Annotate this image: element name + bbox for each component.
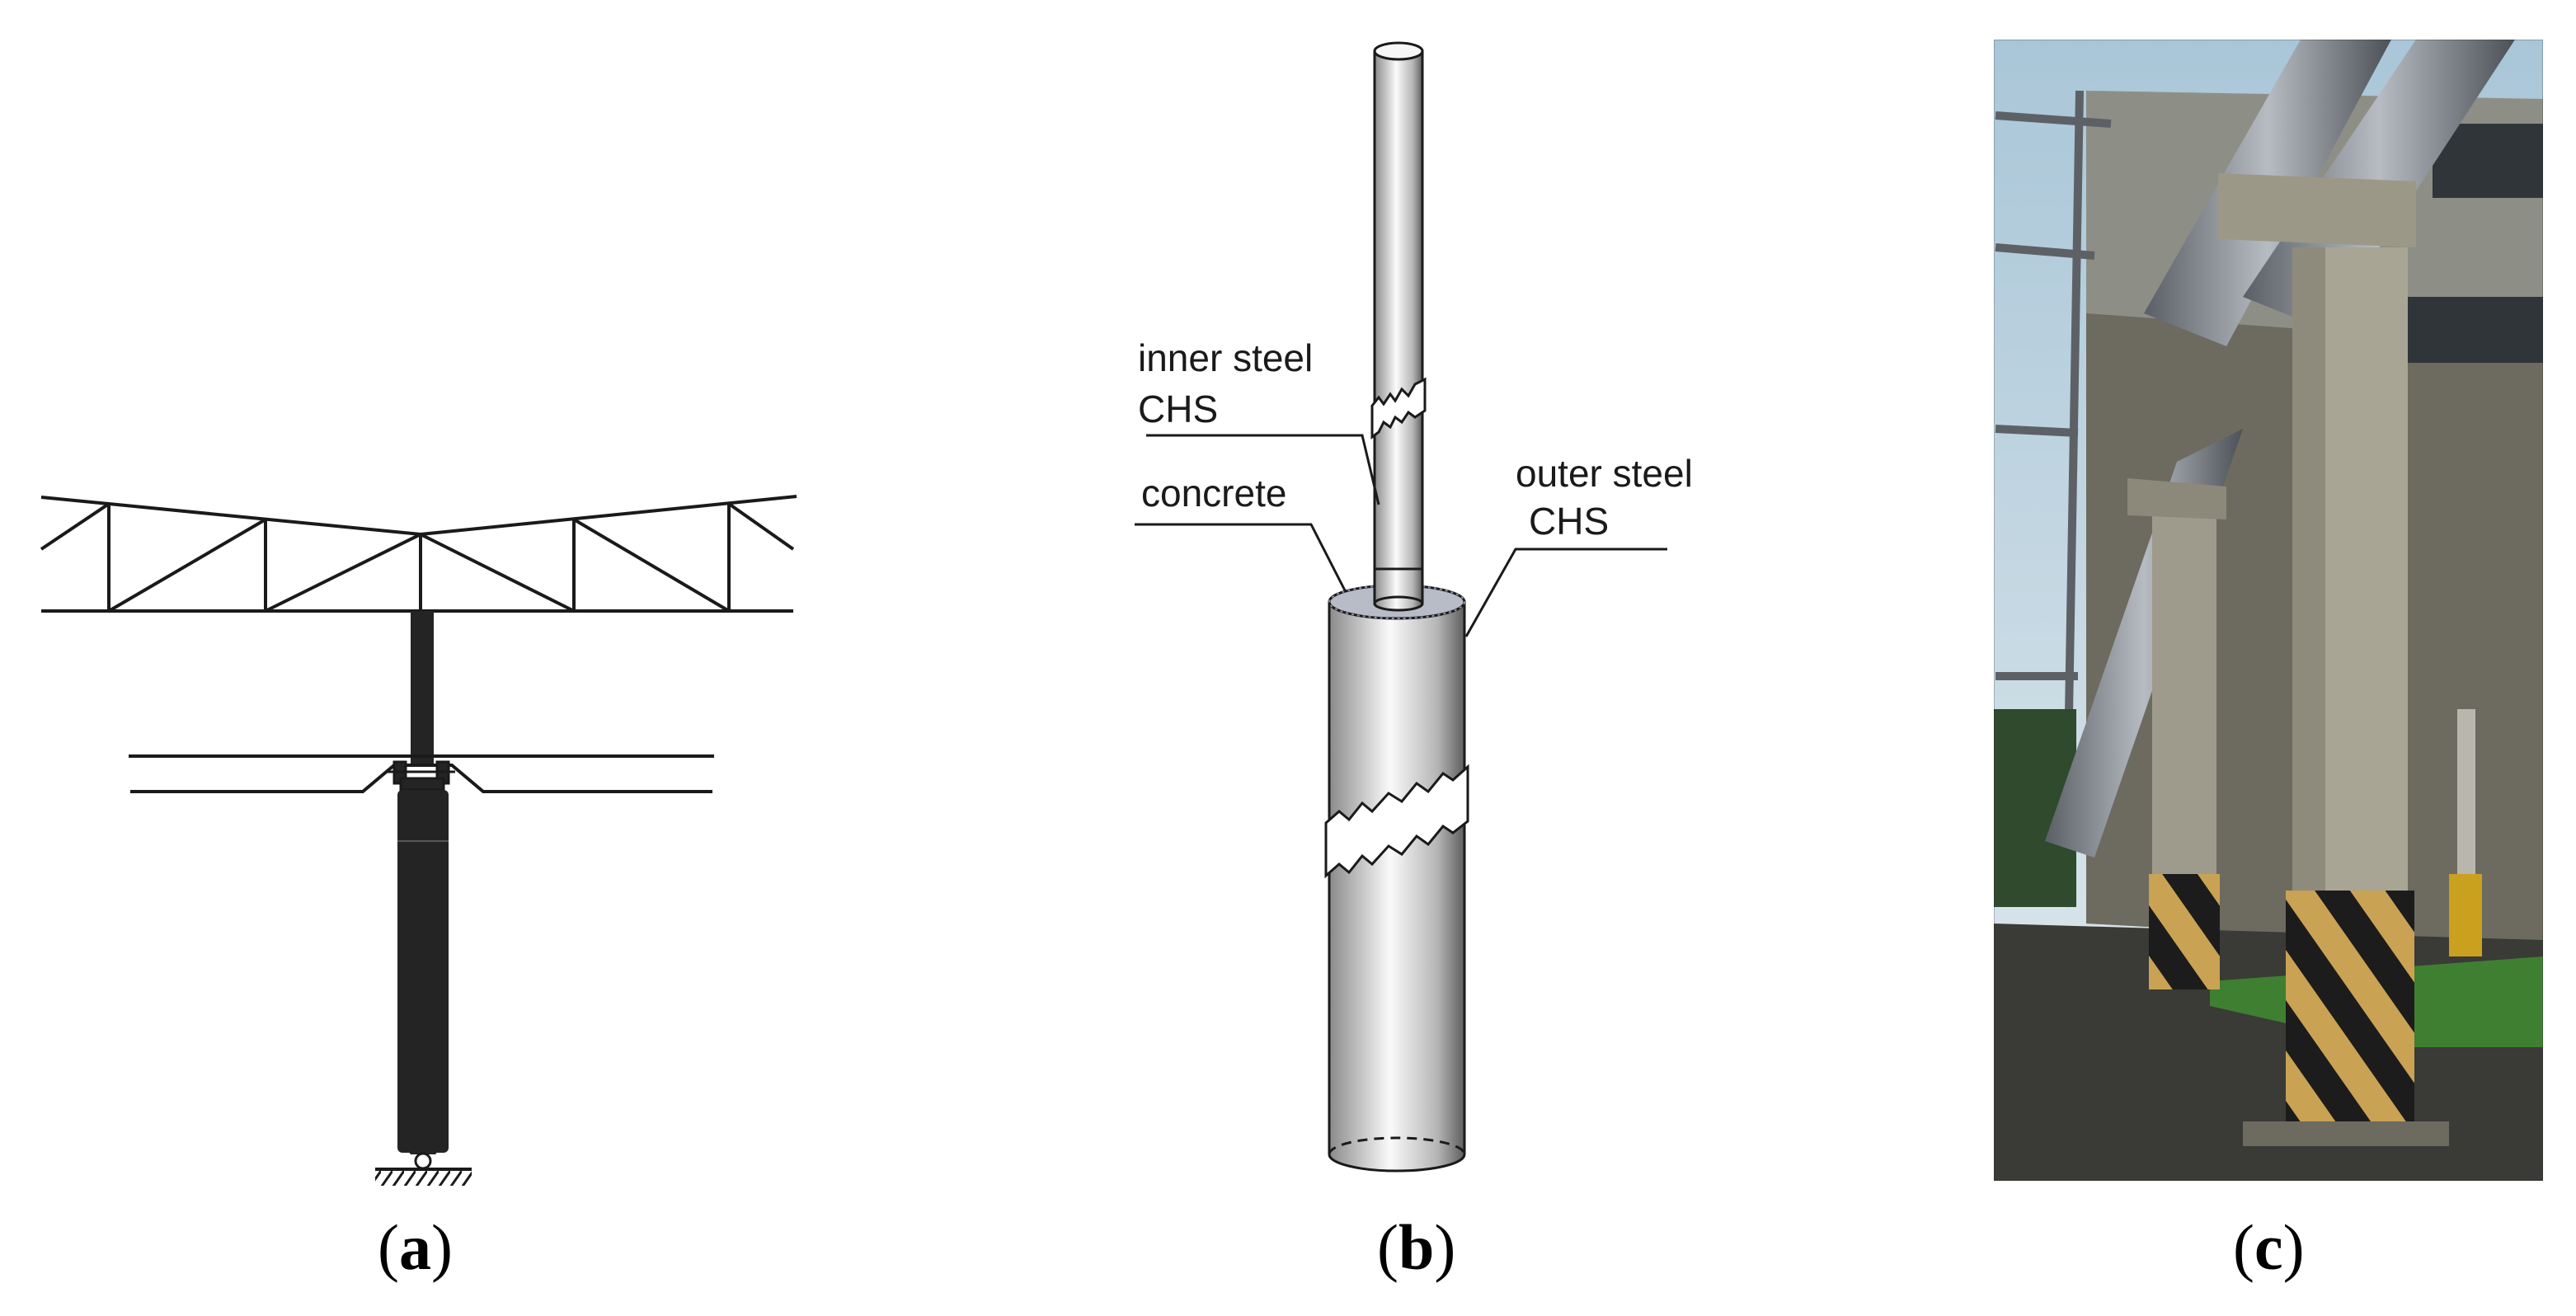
hazard-band-far bbox=[2149, 874, 2220, 989]
inner-tube-top bbox=[1373, 41, 1424, 61]
column-base-taper bbox=[397, 1138, 449, 1154]
crane-runway-lines bbox=[129, 754, 714, 793]
hazard-band-near bbox=[2286, 891, 2414, 1130]
label-outer-steel-line1: outer steel bbox=[1516, 452, 1693, 495]
lower-composite-column bbox=[397, 790, 449, 1153]
label-inner-steel-line1: inner steel bbox=[1138, 336, 1313, 379]
outer-steel-tube bbox=[1328, 600, 1466, 1173]
upper-steel-column bbox=[411, 611, 434, 764]
leader-lines bbox=[1135, 434, 1667, 637]
label-inner-steel-line2: CHS bbox=[1138, 388, 1218, 430]
outer-tube-break bbox=[1324, 764, 1469, 879]
ground-hatch bbox=[375, 1169, 472, 1186]
inner-steel-tube bbox=[1373, 49, 1424, 610]
pin-support bbox=[414, 1152, 432, 1170]
bracket-details bbox=[388, 760, 455, 792]
roof-truss bbox=[40, 495, 797, 613]
outer-tube-bottom-hidden-edge bbox=[1328, 1136, 1466, 1155]
far-concrete-column bbox=[2152, 511, 2216, 882]
panel-c-site-photo bbox=[1994, 40, 2543, 1181]
column-crosshead bbox=[2218, 173, 2416, 247]
panel-b-cfdst-schematic: inner steel CHS concrete outer steel CHS bbox=[1135, 41, 1693, 1173]
label-concrete: concrete bbox=[1141, 472, 1286, 515]
caption-b: (b) bbox=[1377, 1211, 1456, 1283]
inner-tube-break bbox=[1370, 377, 1427, 439]
caption-c: (c) bbox=[2233, 1211, 2305, 1283]
caption-a: (a) bbox=[378, 1211, 453, 1283]
label-outer-steel-line2: CHS bbox=[1529, 500, 1609, 543]
panel-a-structural-drawing bbox=[40, 495, 797, 1186]
